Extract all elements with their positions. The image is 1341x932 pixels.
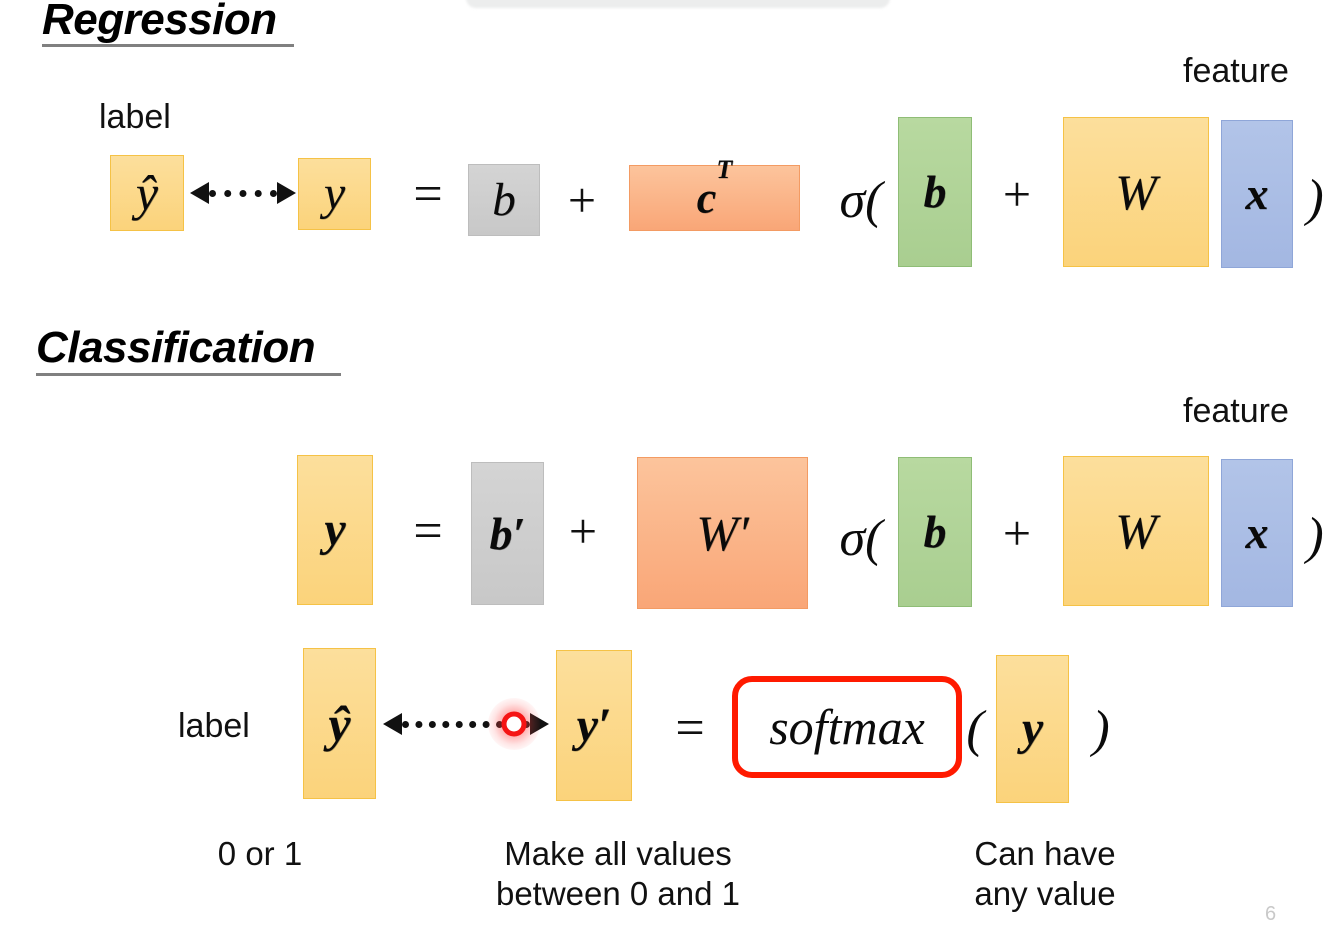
open-paren-softmax: ( — [966, 700, 984, 758]
var-label-b-outer: b — [492, 173, 516, 226]
arrow-head-right-icon — [277, 182, 296, 204]
caption-line: 0 or 1 — [217, 835, 303, 872]
operator-plus-outer-classification: + — [568, 503, 598, 559]
var-box-W-prime-classification: W′ — [637, 457, 808, 609]
close-paren-classification: ) — [1306, 507, 1324, 565]
laser-pointer-dot — [488, 698, 540, 750]
var-box-y-hat-regression: ŷ — [110, 155, 184, 231]
var-box-b-inner-regression: b — [898, 117, 972, 267]
var-label-W-prime: W′ — [696, 505, 749, 561]
laser-core-icon — [501, 711, 527, 737]
operator-equals-softmax: = — [675, 699, 705, 757]
caption-line: Can have — [974, 835, 1116, 872]
var-box-y-classification: y — [297, 455, 373, 605]
var-box-y-hat-classification: ŷ — [303, 648, 376, 799]
var-label-x: x — [1245, 168, 1269, 219]
function-label-softmax: softmax — [769, 699, 925, 755]
feature-note-regression: feature — [1183, 52, 1289, 90]
caption-softmax-range: Make all values between 0 and 1 — [438, 834, 798, 915]
arrow-head-left-icon-2 — [383, 713, 402, 735]
var-label-c-base: c — [696, 173, 717, 223]
operator-plus-inner-classification: + — [1002, 505, 1032, 561]
close-paren-regression: ) — [1306, 169, 1324, 227]
section-heading-regression: Regression — [42, 0, 277, 44]
var-box-y-prime-classification: y′ — [556, 650, 632, 801]
var-label-b-inner-classification: b — [923, 506, 947, 557]
var-box-b-prime-classification: b′ — [471, 462, 544, 605]
caption-line: Make all values — [504, 835, 732, 872]
caption-line: between 0 and 1 — [495, 875, 741, 913]
var-box-W-regression: W — [1063, 117, 1209, 267]
var-label-y-classification: y — [324, 503, 346, 556]
sigma-open-paren-regression: σ( — [839, 171, 883, 229]
heading-underline-classification — [36, 373, 341, 376]
var-box-x-regression: x — [1221, 120, 1293, 268]
operator-plus-outer-regression: + — [567, 172, 597, 228]
var-label-b-prime: b′ — [489, 507, 526, 559]
heading-underline-regression — [42, 44, 294, 47]
var-box-y-regression: y — [298, 158, 371, 230]
arrow-dotted-line — [209, 189, 277, 197]
var-label-y-hat: ŷ — [135, 165, 159, 221]
sigma-open-paren-classification: σ( — [839, 509, 883, 567]
var-label-y-hat-classification: ŷ — [328, 695, 351, 752]
var-label-W-classification: W — [1115, 503, 1157, 559]
var-label-W: W — [1115, 164, 1157, 220]
operator-equals-classification: = — [413, 502, 443, 560]
close-paren-softmax: ) — [1092, 700, 1110, 758]
operator-equals-regression: = — [413, 165, 443, 223]
var-box-W-classification: W — [1063, 456, 1209, 606]
var-box-b-inner-classification: b — [898, 457, 972, 607]
operator-plus-inner-regression: + — [1002, 166, 1032, 222]
var-box-y-argument-softmax: y — [996, 655, 1069, 803]
arrow-head-left-icon — [190, 182, 209, 204]
feature-note-classification: feature — [1183, 392, 1289, 430]
arrow-dotted-line-2 — [402, 720, 530, 728]
var-label-b-inner: b — [923, 166, 947, 217]
var-box-c-transpose-regression: cT — [629, 157, 800, 231]
section-heading-classification: Classification — [36, 323, 316, 372]
caption-y-hat-range: 0 or 1 — [160, 834, 360, 874]
var-label-x-classification: x — [1245, 507, 1269, 558]
var-label-y: y — [323, 167, 346, 220]
var-box-b-outer-regression: b — [468, 164, 540, 236]
var-label-c-transpose: cT — [696, 157, 732, 223]
var-label-c-superscript: T — [716, 155, 733, 185]
softmax-highlight-box — [732, 676, 962, 778]
var-label-y-argument: y — [1021, 702, 1044, 755]
label-note-regression: label — [99, 98, 171, 136]
page-number: 6 — [1265, 903, 1277, 925]
caption-line: any value — [974, 875, 1116, 913]
label-note-classification: label — [178, 707, 250, 745]
caption-y-range: Can have any value — [920, 834, 1170, 915]
top-overlay-bar — [466, 0, 890, 8]
var-box-x-classification: x — [1221, 459, 1293, 607]
dotted-double-arrow-regression — [190, 181, 296, 205]
var-label-y-prime: y′ — [576, 698, 612, 752]
